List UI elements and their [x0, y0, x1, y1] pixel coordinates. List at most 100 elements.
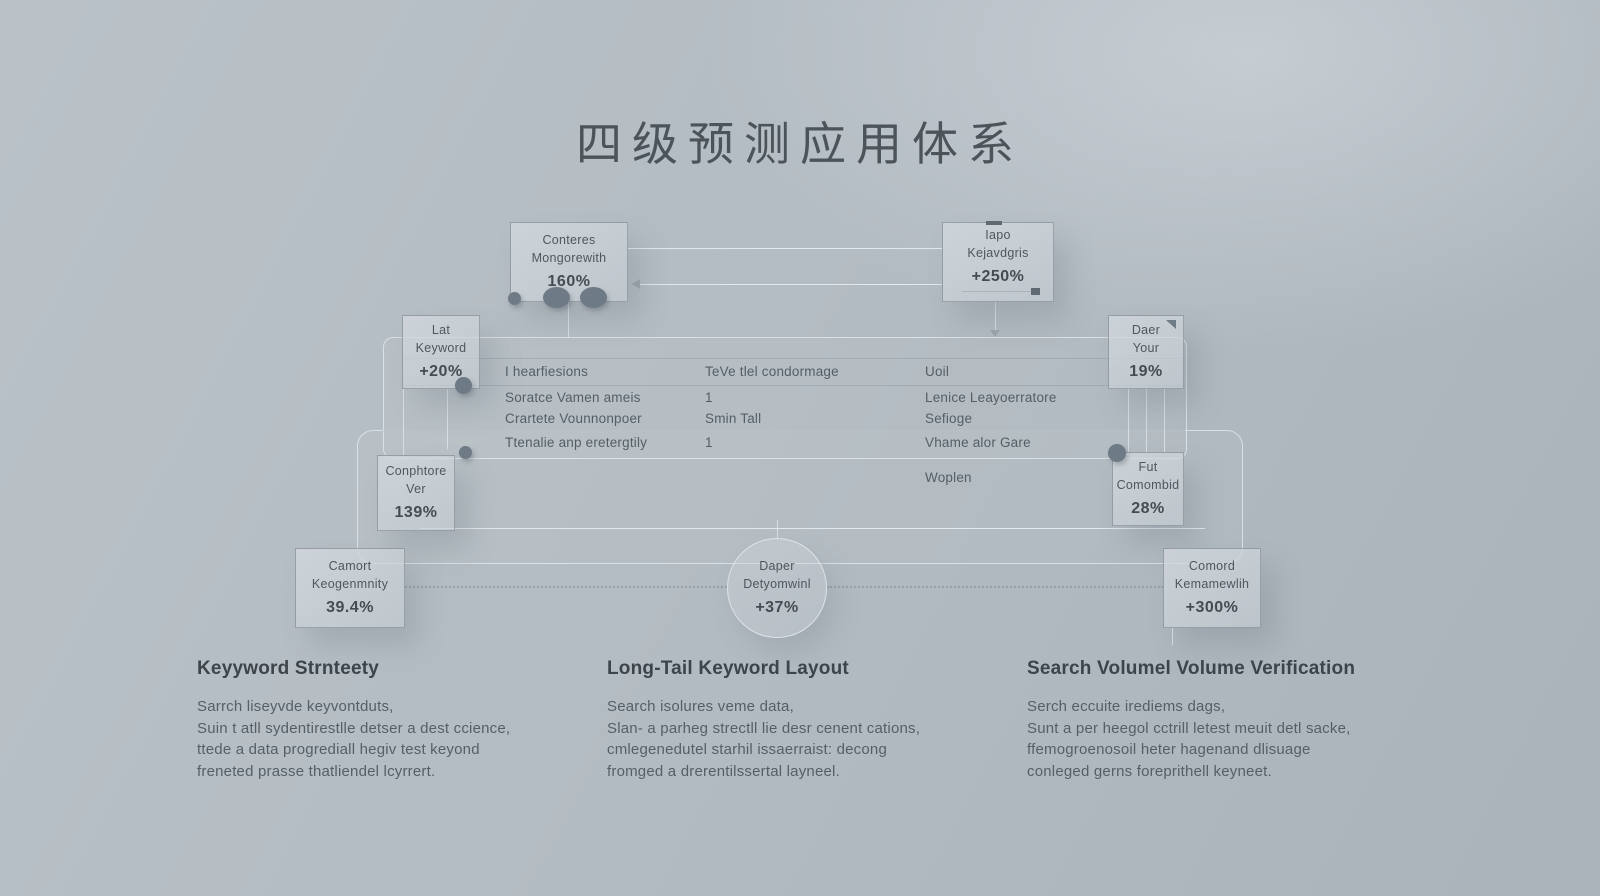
connector-line: [447, 389, 448, 449]
row-separator: [420, 528, 1205, 529]
dashed-connector: [405, 586, 727, 588]
slider-knob: [1031, 288, 1040, 295]
node-center-circle: Daper Detyomwinl +37%: [727, 538, 827, 638]
connector-line: [1164, 389, 1165, 452]
node-label: Kemamewlih: [1174, 577, 1250, 591]
arrow-left-icon: [632, 279, 640, 289]
node-label: Lat: [431, 323, 451, 337]
node-value: +250%: [971, 268, 1025, 285]
table-cell: Soratce Vamen ameis: [505, 390, 641, 405]
connector-line: [628, 248, 942, 249]
connector-dot: [508, 292, 521, 305]
node-label: Camort: [328, 559, 372, 573]
section-line: ttede a data progrediall hegiv test keyo…: [197, 741, 480, 758]
node-label: Ver: [406, 482, 426, 496]
node-label: Keyword: [415, 341, 467, 355]
section-line: Sarrch liseyvde keyvontduts,: [197, 698, 394, 715]
slider-track: [962, 291, 1040, 292]
node-value: 139%: [394, 504, 438, 521]
connector-line: [995, 302, 996, 332]
connector-dot: [543, 287, 570, 308]
box-top-tick: [986, 221, 1002, 225]
table-cell: 1: [705, 435, 713, 450]
section-line: conleged gerns foreprithell keyneet.: [1027, 762, 1272, 780]
section-line: freneted prasse thatliendel lcyrrert.: [197, 762, 436, 780]
section-title: Search Volumel Volume Verification: [1027, 658, 1356, 679]
node-bottom-right: Comord Kemamewlih +300%: [1163, 548, 1261, 628]
connector-line: [1128, 389, 1129, 452]
node-label: Keogenmnity: [311, 577, 389, 591]
connector-line: [403, 389, 404, 455]
node-label: Daer: [1131, 323, 1161, 337]
table-row: Soratce Vamen ameis 1 Lenice Leayoerrato…: [505, 390, 1185, 408]
row-separator: [403, 385, 1185, 386]
corner-marker-icon: [1166, 320, 1176, 329]
section-line: Search isolures veme data,: [607, 698, 794, 715]
connector-line: [640, 284, 942, 285]
node-value: 39.4%: [326, 599, 374, 616]
node-label: Kejavdgris: [967, 246, 1029, 260]
section-line: cmlegenedutel starhil issaerraist: decon…: [607, 741, 888, 758]
connector-dot: [1108, 444, 1126, 462]
connector-line: [568, 302, 569, 337]
table-cell: Lenice Leayoerratore: [925, 390, 1057, 405]
node-label: Mongorewith: [531, 251, 607, 265]
section-volume-verification: Search Volumel Volume Verification Serch…: [1027, 658, 1417, 782]
node-label: Comombid: [1116, 478, 1180, 492]
table-cell: Sefioge: [925, 411, 973, 426]
node-value: 160%: [547, 273, 591, 290]
section-line: Serch eccuite irediems dags,: [1027, 698, 1226, 715]
node-label: Fut: [1138, 460, 1158, 474]
table-row: Crartete Vounnonpoer Smin Tall Sefioge: [505, 411, 1185, 429]
section-title: Long-Tail Keyword Layout: [607, 658, 849, 679]
frame-upper: [383, 337, 1187, 459]
node-label: Daper: [759, 559, 795, 573]
connector-dot: [459, 446, 472, 459]
node-bottom-left: Camort Keogenmnity 39.4%: [295, 548, 405, 628]
node-value: +300%: [1185, 599, 1239, 616]
table-cell: TeVe tlel condormage: [705, 364, 839, 379]
section-keyword-strategy: Keyyword Strnteety Sarrch liseyvde keyvo…: [197, 658, 587, 782]
table-cell: Smin Tall: [705, 411, 762, 426]
page-title: 四级预测应用体系: [576, 118, 1024, 170]
connector-dot: [455, 377, 472, 394]
table-row: Ttenalie anp eretergtily 1 Vhame alor Ga…: [505, 435, 1185, 453]
section-line: Slan- a parheg strectll lie desr cenent …: [607, 719, 921, 737]
node-label: Conteres: [542, 233, 596, 247]
row-separator: [383, 430, 1185, 431]
node-value: +37%: [755, 599, 799, 616]
node-value: +20%: [419, 363, 463, 380]
node-mid-left: Conphtore Ver 139%: [377, 455, 455, 531]
table-cell: I hearfiesions: [505, 364, 589, 379]
arrow-down-icon: [990, 330, 1000, 337]
node-label: Iapo: [985, 228, 1011, 242]
connector-line: [1172, 628, 1173, 645]
table-cell: Ttenalie anp eretergtily: [505, 435, 648, 450]
row-separator: [403, 358, 1185, 359]
node-value: 28%: [1131, 500, 1165, 517]
table-row: I hearfiesions TeVe tlel condormage Uoil: [505, 364, 1185, 382]
connector-line: [777, 520, 778, 538]
node-label: Conphtore: [385, 464, 447, 478]
node-label: Detyomwinl: [743, 577, 811, 591]
section-line: Sunt a per heegol cctrill letest meuit d…: [1027, 719, 1351, 737]
table-cell: 1: [705, 390, 713, 405]
node-top-center: Conteres Mongorewith 160%: [510, 222, 628, 302]
table-row: Woplen: [505, 470, 1185, 488]
section-line: ffemogroenosoil heter hagenand dlisuage: [1027, 741, 1311, 758]
section-line: fromged a drerentilssertal layneel.: [607, 762, 840, 780]
dashed-connector: [827, 586, 1163, 588]
node-label: Your: [1132, 341, 1160, 355]
connector-dot: [580, 287, 607, 308]
node-value: 19%: [1129, 363, 1163, 380]
table-cell: Woplen: [925, 470, 972, 485]
node-top-right: Iapo Kejavdgris +250%: [942, 222, 1054, 302]
table-cell: Vhame alor Gare: [925, 435, 1031, 450]
section-longtail-layout: Long-Tail Keyword Layout Search isolures…: [607, 658, 997, 782]
section-line: Suin t atll sydentirestlle detser a dest…: [197, 719, 511, 737]
connector-line: [1146, 389, 1147, 452]
table-cell: Uoil: [925, 364, 950, 379]
section-title: Keyyword Strnteety: [197, 658, 380, 679]
table-cell: Crartete Vounnonpoer: [505, 411, 642, 426]
